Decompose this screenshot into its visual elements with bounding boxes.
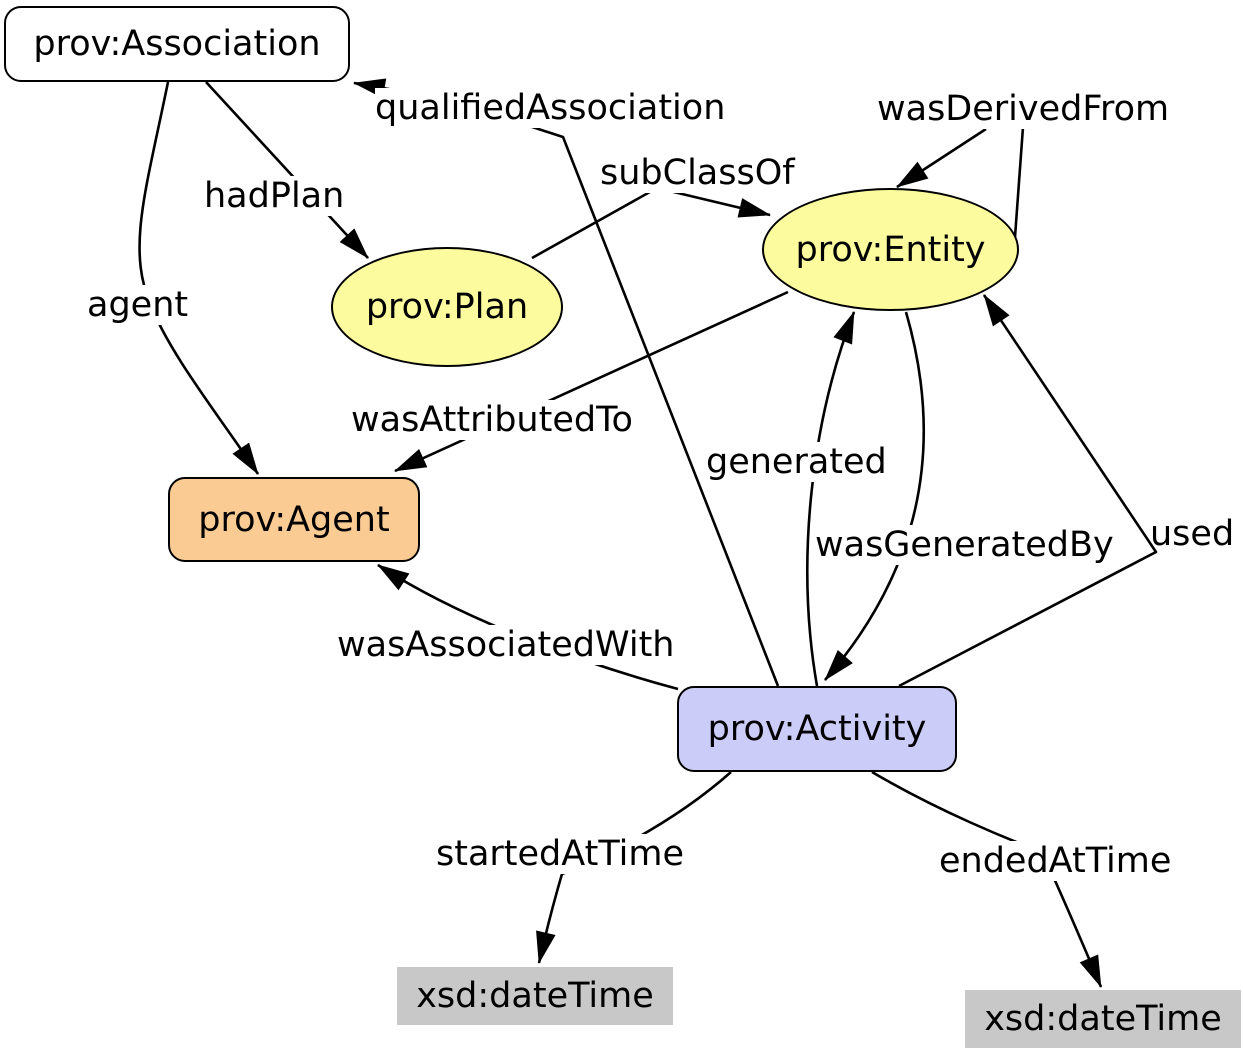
node-plan-label: prov:Plan [365, 287, 529, 327]
edge-label-wasattributedto: wasAttributedTo [351, 400, 633, 440]
edge-label-wasgeneratedby: wasGeneratedBy [815, 525, 1114, 565]
node-entity-label: prov:Entity [795, 229, 986, 270]
node-association-label: prov:Association [33, 24, 321, 64]
edge-label-wasderivedfrom: wasDerivedFrom [877, 89, 1170, 129]
edge-generated-line [806, 311, 856, 687]
edge-label-startedattime: startedAtTime [436, 834, 684, 874]
edge-used-line [898, 294, 1158, 688]
node-datetime-end: xsd:dateTime [965, 990, 1241, 1048]
edge-label-qualified-association: qualifiedAssociation [375, 88, 726, 128]
node-datetime-start: xsd:dateTime [397, 967, 673, 1025]
edge-wasgeneratedby-line [824, 311, 925, 681]
edge-label-used: used [1150, 514, 1235, 554]
node-agent-label: prov:Agent [198, 499, 390, 540]
edge-label-hadplan: hadPlan [204, 176, 345, 216]
edge-wasderivedfrom-line-out [1013, 126, 1025, 238]
node-plan: prov:Plan [331, 247, 563, 367]
edge-label-subclassof: subClassOf [600, 153, 795, 193]
node-entity: prov:Entity [762, 188, 1019, 311]
node-datetime-start-label: xsd:dateTime [416, 976, 654, 1016]
edge-wasattributedto-line [394, 290, 789, 473]
edge-label-wasassociatedwith: wasAssociatedWith [337, 625, 675, 665]
edge-subclassof-line [531, 186, 771, 260]
node-agent: prov:Agent [168, 477, 420, 562]
edge-wasderivedfrom-line-in [896, 127, 987, 189]
node-activity-label: prov:Activity [707, 709, 927, 749]
node-association: prov:Association [4, 6, 350, 82]
edge-agent-line [138, 81, 260, 475]
edge-label-generated: generated [706, 442, 887, 482]
edge-label-endedattime: endedAtTime [939, 841, 1172, 881]
edge-hadplan-line [205, 81, 369, 259]
edge-label-agent: agent [87, 285, 189, 325]
node-activity: prov:Activity [677, 686, 957, 772]
node-datetime-end-label: xsd:dateTime [984, 999, 1222, 1039]
